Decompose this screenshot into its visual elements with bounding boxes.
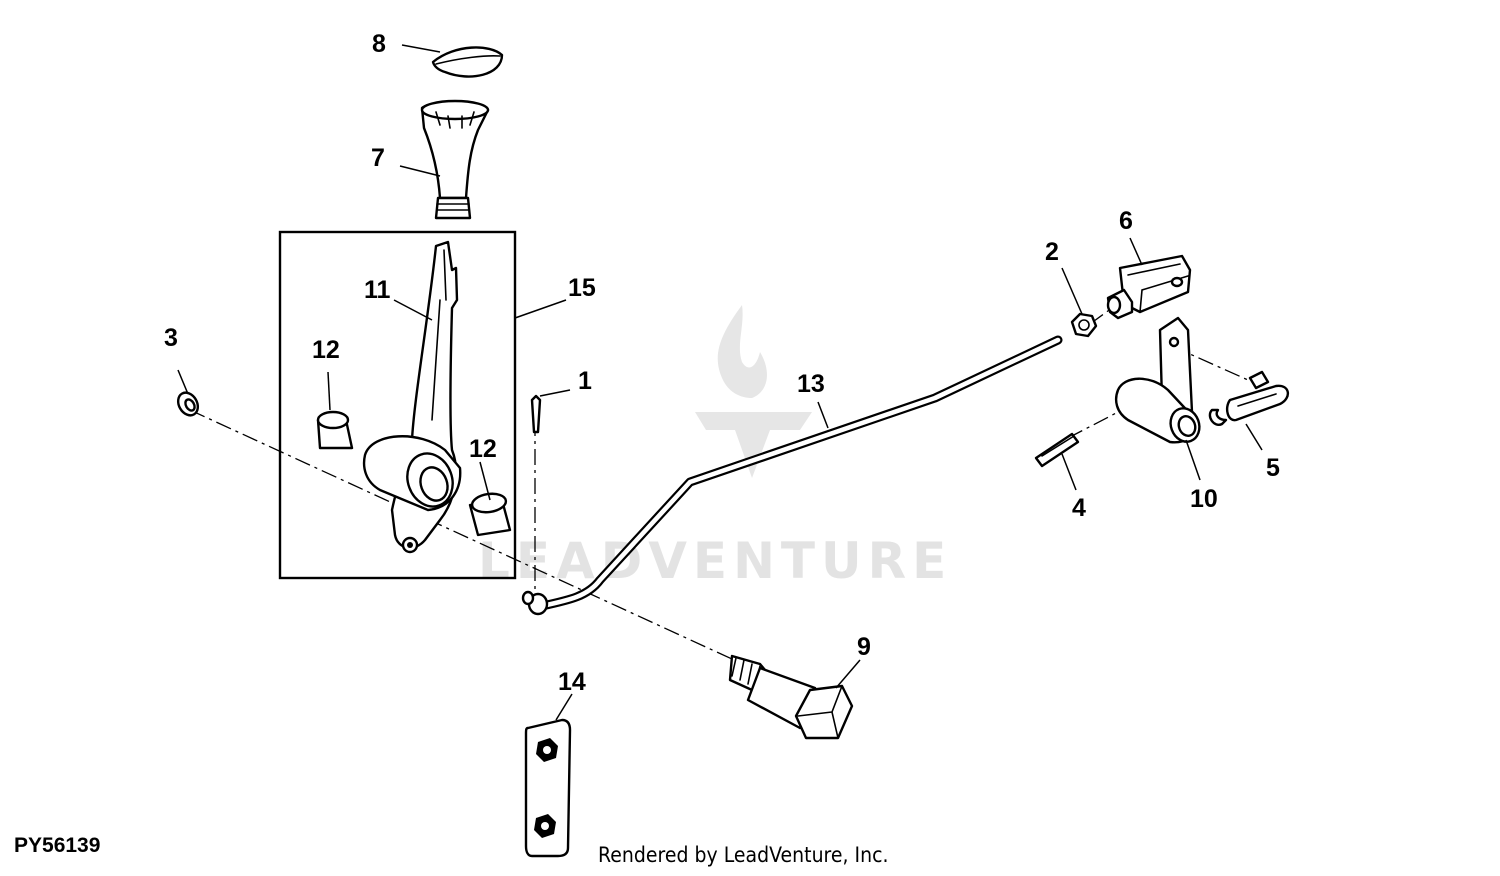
part-6-clevis [1106,254,1192,320]
callout-13: 13 [797,370,825,398]
callout-12-right: 12 [469,435,497,463]
part-9-bolt [728,654,854,740]
part-2-nut [1070,312,1098,338]
part-3-washer [176,391,200,417]
part-10-arm [1114,316,1201,444]
part-5-clip [1208,370,1289,426]
part-14-decal [524,718,572,858]
callout-6: 6 [1119,207,1133,235]
pin-4-centerline [1067,409,1123,439]
callout-15: 15 [568,274,596,302]
figure-id: PY56139 [14,834,101,857]
callout-14: 14 [558,668,586,696]
part-11-hub [362,435,462,512]
watermark-v-icon [695,412,812,478]
part-13-rod [521,335,1063,616]
callout-10: 10 [1190,485,1218,513]
assembly-15-box [278,230,517,580]
callout-9: 9 [857,633,871,661]
pivot-centerline [189,409,746,666]
part-4-spring-pin [1034,432,1080,468]
leader-lines [177,44,1263,721]
render-credit: Rendered by LeadVenture, Inc. [598,843,889,867]
callout-12-left: 12 [312,336,340,364]
callouts: 8 7 11 15 12 3 12 1 13 2 6 4 10 5 9 14 [164,30,1280,696]
callout-7: 7 [371,144,385,172]
part-1-pin [530,394,542,434]
callout-11: 11 [364,276,391,304]
callout-3: 3 [164,324,178,352]
part-12-bushing-left [316,410,354,450]
part-7-knob [420,99,490,220]
callout-8: 8 [372,30,386,58]
callout-4: 4 [1072,494,1086,522]
callout-2: 2 [1045,238,1059,266]
part-12-bushing-right [468,492,512,537]
watermark-flame-icon [717,305,767,398]
callout-5: 5 [1266,454,1280,482]
leadventure-watermark: LEADVENTURE [478,305,952,590]
part-8-cap [431,46,504,78]
watermark-text: LEADVENTURE [478,532,952,590]
callout-1: 1 [578,367,592,395]
